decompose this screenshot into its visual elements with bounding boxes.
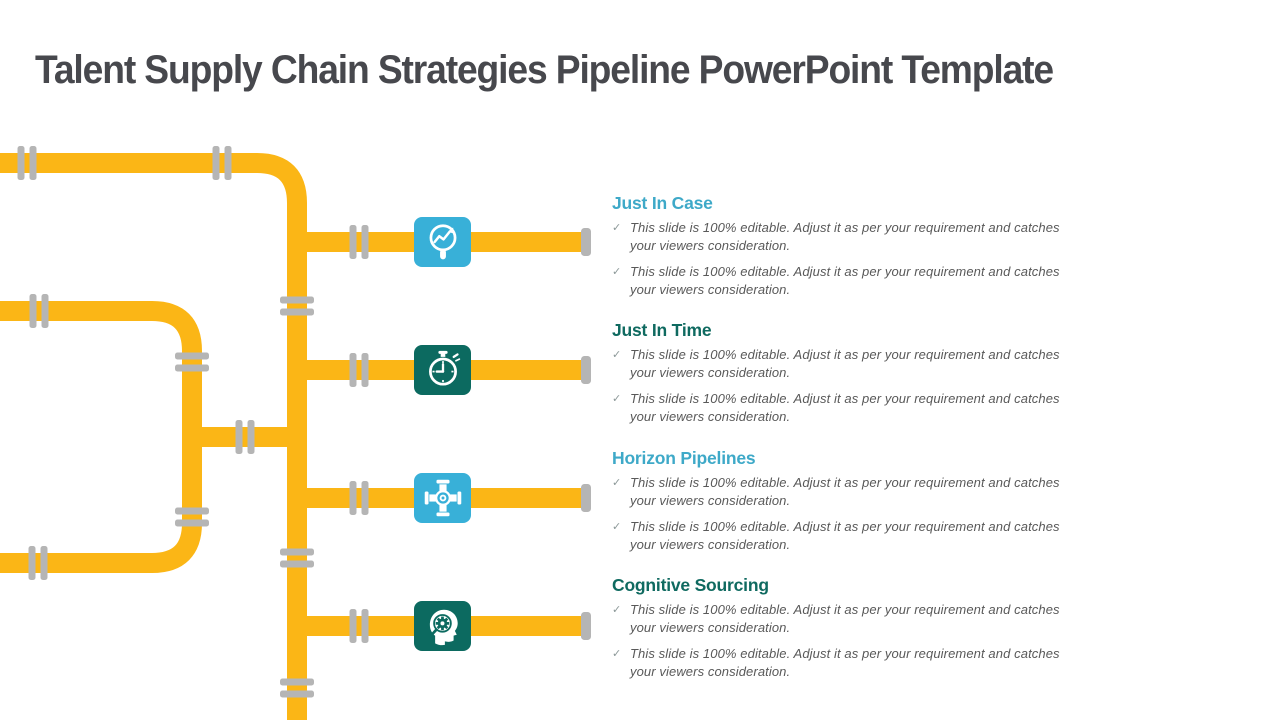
pipe-couplings-vertical [175, 296, 314, 698]
pipe-coupling [349, 481, 369, 515]
icon-tile-just-in-case [414, 217, 471, 267]
section-just-in-case: Just In Case ✓ This slide is 100% editab… [612, 193, 1082, 308]
bullet-text: This slide is 100% editable. Adjust it a… [630, 602, 1060, 635]
pipe-coupling [29, 294, 49, 328]
bullet-text: This slide is 100% editable. Adjust it a… [630, 220, 1060, 253]
pipe-end-cap [581, 356, 591, 384]
section-heading: Just In Time [612, 320, 712, 340]
bullet-text: This slide is 100% editable. Adjust it a… [630, 391, 1060, 425]
bullet-item: ✓ This slide is 100% editable. Adjust it… [612, 263, 1082, 298]
pipe-coupling [212, 146, 232, 180]
check-icon: ✓ [612, 266, 622, 279]
pipe-coupling [349, 225, 369, 259]
bullet-item: ✓ This slide is 100% editable. Adjust it… [612, 219, 1082, 254]
section-heading: Cognitive Sourcing [612, 575, 769, 595]
bullet-item: ✓ This slide is 100% editable. Adjust it… [612, 390, 1082, 425]
bullet-item: ✓ This slide is 100% editable. Adjust it… [612, 474, 1082, 509]
bullet-item: ✓ This slide is 100% editable. Adjust it… [612, 601, 1082, 636]
bullet-text: This slide is 100% editable. Adjust it a… [630, 347, 1060, 380]
cognitive-head-icon [429, 609, 458, 646]
pipe-coupling [349, 609, 369, 643]
check-icon: ✓ [612, 604, 622, 616]
pipe-left-loop [0, 301, 202, 573]
bullet-text: This slide is 100% editable. Adjust it a… [630, 264, 1060, 298]
pipe-coupling [235, 420, 255, 454]
pipe-end-cap [581, 612, 591, 640]
pipe-coupling [349, 353, 369, 387]
pipe-coupling [280, 548, 314, 568]
section-heading: Horizon Pipelines [612, 448, 756, 468]
pipe-coupling [17, 146, 37, 180]
pipe-coupling [280, 678, 314, 698]
section-heading: Just In Case [612, 193, 713, 213]
pipe-coupling [175, 507, 209, 527]
check-icon: ✓ [612, 477, 622, 489]
bullet-text: This slide is 100% editable. Adjust it a… [630, 646, 1060, 680]
pipe-main-trunk [0, 153, 307, 720]
pipe-coupling [28, 546, 48, 580]
check-icon: ✓ [612, 648, 622, 661]
pipe-junction-icon [424, 479, 461, 517]
check-icon: ✓ [612, 393, 622, 406]
bullet-text: This slide is 100% editable. Adjust it a… [630, 475, 1060, 508]
bullet-item: ✓ This slide is 100% editable. Adjust it… [612, 645, 1082, 680]
pipe-end-cap [581, 228, 591, 256]
icon-tile-cognitive-sourcing [414, 601, 471, 651]
pipe-coupling [280, 296, 314, 316]
section-cognitive-sourcing: Cognitive Sourcing ✓ This slide is 100% … [612, 575, 1082, 690]
icon-tile-just-in-time [414, 345, 471, 395]
check-icon: ✓ [612, 349, 622, 361]
bullet-text: This slide is 100% editable. Adjust it a… [630, 519, 1060, 553]
slide-title: Talent Supply Chain Strategies Pipeline … [35, 48, 1054, 92]
icon-tile-horizon-pipelines [414, 473, 471, 523]
check-icon: ✓ [612, 222, 622, 234]
section-horizon-pipelines: Horizon Pipelines ✓ This slide is 100% e… [612, 448, 1082, 563]
check-icon: ✓ [612, 521, 622, 534]
pipe-end-cap [581, 484, 591, 512]
trend-search-icon [429, 224, 456, 260]
pipe-couplings-horizontal [17, 146, 369, 643]
pipe-end-caps [581, 228, 591, 640]
bullet-item: ✓ This slide is 100% editable. Adjust it… [612, 346, 1082, 381]
bullet-item: ✓ This slide is 100% editable. Adjust it… [612, 518, 1082, 553]
section-just-in-time: Just In Time ✓ This slide is 100% editab… [612, 320, 1082, 435]
stopwatch-icon [428, 350, 460, 386]
pipe-coupling [175, 352, 209, 372]
